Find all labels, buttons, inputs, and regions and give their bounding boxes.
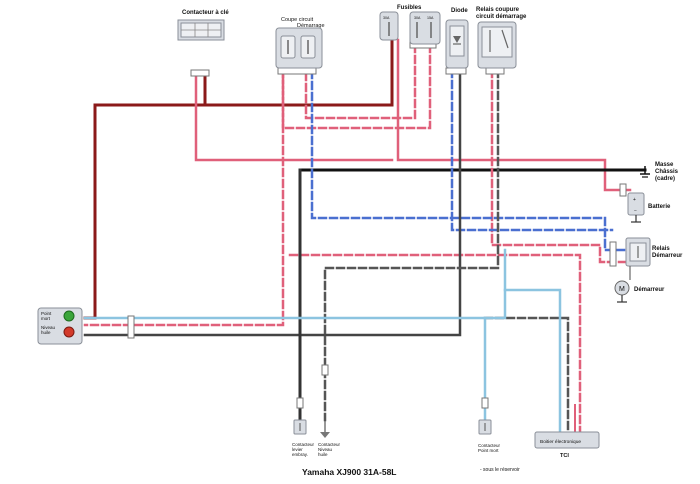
svg-text:Démarrage: Démarrage (297, 23, 325, 29)
svg-text:Démarreur: Démarreur (652, 253, 683, 259)
svg-text:Fusibles: Fusibles (397, 5, 422, 11)
svg-text:Contacteur à clé: Contacteur à clé (182, 10, 229, 16)
svg-text:Point: Point (41, 311, 52, 316)
connector-center (321, 364, 329, 376)
connector-diode (445, 67, 467, 75)
demarreur: M Démarreur (614, 280, 665, 303)
svg-text:- sous le réservoir: - sous le réservoir (480, 467, 520, 473)
wire-pink-dash-3 (83, 68, 285, 327)
svg-text:Batterie: Batterie (648, 204, 671, 210)
wire-pink-dash-4 (490, 68, 632, 264)
svg-text:−: − (634, 208, 637, 214)
svg-text:+: + (633, 197, 636, 203)
svg-text:Point mort: Point mort (478, 448, 499, 453)
svg-text:Niveau: Niveau (41, 325, 56, 330)
svg-text:Démarreur: Démarreur (634, 287, 665, 293)
svg-text:30A: 30A (414, 16, 421, 20)
wire-pink-dash-1 (304, 43, 417, 120)
connector-left (127, 315, 135, 339)
wire-grey-dash-3 (323, 68, 500, 422)
connector-lever (296, 397, 304, 409)
diagram-title: Yamaha XJ900 31A-58L (302, 467, 397, 477)
svg-text:TCI: TCI (560, 453, 569, 459)
svg-text:Boitier électronique: Boitier électronique (540, 439, 581, 445)
relais-coupure: Relais coupure circuit démarrage (476, 7, 527, 69)
svg-text:Coupe circuit: Coupe circuit (281, 17, 314, 23)
oil-lamp (63, 326, 75, 338)
wires (83, 38, 647, 434)
wire-grey-dash-4 (483, 316, 570, 434)
svg-text:Diode: Diode (451, 8, 468, 14)
neutral-lamp (63, 310, 75, 322)
svg-text:(cadre): (cadre) (655, 176, 675, 182)
contacteur-levier: Contacteur levier embray. (292, 419, 315, 457)
wire-dark-red-main (83, 38, 394, 320)
svg-text:Châssis: Châssis (655, 169, 679, 175)
wire-blue-dash (310, 58, 632, 252)
masse-chassis: Masse Châssis (cadre) (640, 162, 679, 182)
connector-battery (619, 183, 627, 197)
svg-text:Contacteur: Contacteur (478, 443, 501, 448)
wire-light-blue-tci (503, 288, 562, 434)
connectors (127, 41, 627, 409)
svg-text:huile: huile (41, 330, 51, 335)
connector-key (190, 69, 210, 77)
svg-text:Relais: Relais (652, 246, 670, 252)
connector-switch (277, 67, 317, 75)
svg-text:Contacteur: Contacteur (292, 442, 315, 447)
svg-text:levier: levier (292, 447, 303, 452)
svg-text:Niveau: Niveau (318, 447, 333, 452)
connector-pm (481, 397, 489, 409)
wire-light-blue (83, 248, 507, 320)
connector-relay-dem (609, 241, 617, 267)
contacteur-cle: Contacteur à clé (177, 10, 229, 41)
wire-pink-key-loop (194, 70, 394, 162)
diode: Diode (445, 8, 469, 69)
contacteur-niveau-huile: Contacteur Niveau huile (318, 420, 341, 457)
batterie: + − Batterie (627, 192, 671, 223)
svg-text:Contacteur: Contacteur (318, 442, 341, 447)
svg-text:15A: 15A (427, 16, 434, 20)
svg-text:M: M (619, 286, 625, 293)
svg-text:30A: 30A (383, 16, 390, 20)
svg-text:circuit démarrage: circuit démarrage (476, 14, 527, 20)
svg-text:Masse: Masse (655, 162, 674, 168)
fusibles: Fusibles 30A 30A 15A (379, 5, 441, 45)
relais-demarreur: Relais Démarreur (625, 237, 683, 280)
wire-pink-battery (396, 38, 632, 192)
svg-text:Relais coupure: Relais coupure (476, 7, 520, 13)
contacteur-point-mort: Contacteur Point mort - sous le réservoi… (478, 419, 520, 473)
voyants-panel: Point mort Niveau huile (37, 307, 83, 345)
svg-text:embray.: embray. (292, 452, 308, 457)
svg-text:mort: mort (41, 316, 51, 321)
coupe-circuit-demarrage: Coupe circuit Démarrage (275, 17, 325, 69)
boitier-tci: Boitier électronique TCI (534, 431, 600, 459)
wire-grey-1 (83, 68, 462, 337)
svg-text:huile: huile (318, 452, 328, 457)
wire-pink-dash-5 (288, 253, 582, 434)
wire-blue-diode (450, 68, 614, 232)
connector-relay (485, 67, 505, 75)
